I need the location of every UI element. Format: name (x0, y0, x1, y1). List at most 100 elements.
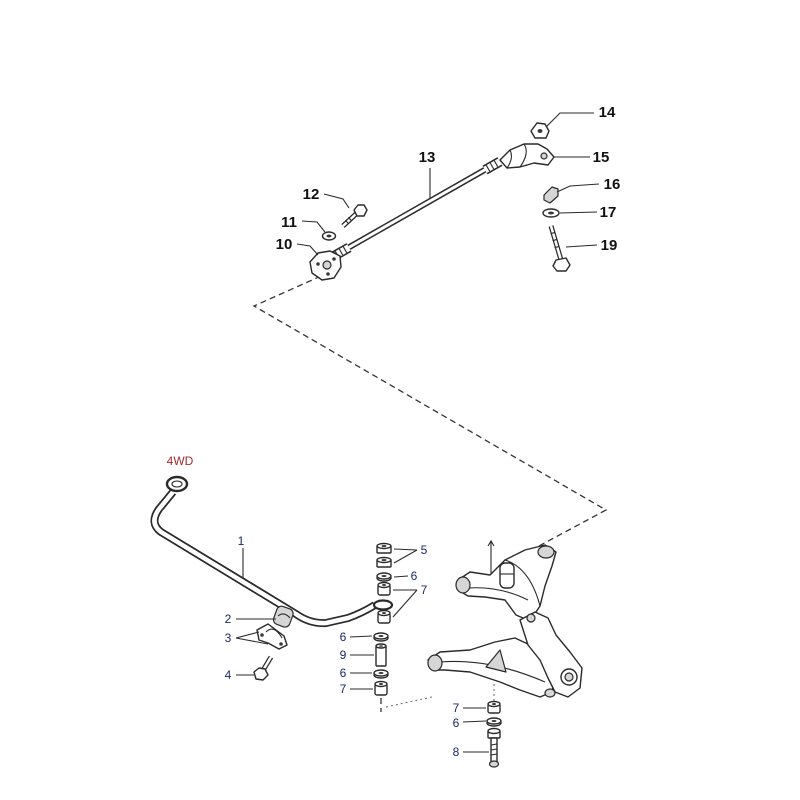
washer-hole (491, 720, 497, 722)
leader-line-6 (393, 575, 409, 578)
bolt-head-top (487, 727, 501, 735)
callout-7-lower: 7 (340, 682, 347, 696)
washer-hole (548, 211, 554, 215)
upper-arm-bolt-head (487, 539, 495, 547)
callout-7-upper: 7 (421, 583, 428, 597)
bushing-slot (277, 613, 291, 619)
callout-4: 4 (225, 668, 232, 682)
bolt-thread (554, 245, 560, 249)
flange-center-hole (322, 260, 332, 270)
callout-5: 5 (421, 543, 428, 557)
bushing-hole (492, 703, 496, 705)
upper-arm-rib (504, 559, 541, 607)
steering-knuckle (519, 611, 583, 698)
flange-bolt-hole (332, 257, 336, 261)
bolt-shaft-body (342, 213, 357, 227)
right-spline-body (483, 158, 502, 174)
part-7-bushing-lower (374, 680, 388, 696)
part-16-plate (543, 186, 559, 204)
right-spline-groove (485, 165, 491, 172)
callout-10: 10 (276, 236, 293, 253)
right-spline-groove (489, 162, 495, 170)
bolt-shaft-body (549, 225, 563, 261)
bolt-thread (490, 743, 498, 746)
lower-assembly: 4WD (150, 454, 583, 768)
callout-7-arm: 7 (453, 701, 460, 715)
leader-line-17 (559, 211, 598, 214)
leader-line-12 (323, 193, 350, 209)
bolt-tip (488, 760, 500, 768)
anchor-arm-edge (506, 149, 513, 169)
washer-hole (381, 575, 387, 577)
leader-line-6 (349, 635, 373, 638)
part-7-bushing-middle (377, 609, 391, 624)
bushing-hole (382, 612, 386, 614)
bar-left-eye (165, 475, 189, 493)
variant-label: 4WD (167, 454, 194, 468)
link-stack (372, 542, 433, 712)
callout-9: 9 (340, 648, 347, 662)
washer-hole (378, 635, 384, 637)
part-6-washer-upper (376, 572, 392, 582)
bushing-body (272, 605, 294, 628)
bar-left-eye-hole (171, 480, 183, 488)
callout-6-lower: 6 (340, 666, 347, 680)
upper-assembly: 14 15 16 17 19 13 12 11 10 (276, 104, 621, 281)
part-5-nut-upper (376, 542, 392, 554)
callout-6-arm: 6 (453, 716, 460, 730)
clamp-arch (265, 628, 283, 639)
nut-hole (381, 559, 387, 561)
lower-arm (427, 637, 556, 701)
lower-ball-joint (544, 688, 556, 698)
callout-8: 8 (453, 745, 460, 759)
part-1-bar (150, 475, 378, 628)
part-5-nut-lower (376, 556, 392, 568)
callout-15: 15 (593, 149, 610, 166)
bar-body (152, 490, 377, 626)
lower-arm-pivot (427, 654, 443, 672)
part-10-flange (309, 250, 342, 281)
bump-stop (499, 562, 515, 589)
leader-line-16 (556, 183, 600, 193)
callout-6-middle: 6 (340, 630, 347, 644)
upper-arm-rib (467, 587, 529, 601)
washer-hole (326, 234, 332, 238)
part-11-washer (321, 231, 337, 241)
upper-arm-pivot-left (455, 576, 471, 594)
right-spline-groove (493, 160, 499, 167)
part-7-bushing-upper (377, 581, 391, 596)
part-6-washer-lower (373, 669, 389, 679)
callout-13: 13 (419, 149, 436, 166)
bolt-head (353, 204, 368, 217)
washer-hole (378, 672, 384, 674)
spacer-side (375, 645, 387, 667)
part-3-clamp (256, 623, 288, 650)
callout-1: 1 (238, 534, 245, 548)
leader-line-14 (545, 112, 594, 128)
part-9-spacer (375, 643, 387, 667)
leader-line-19 (565, 244, 598, 248)
part-4-bolt (253, 655, 274, 681)
part-14-nut (530, 122, 550, 139)
part-12-bolt (341, 204, 368, 228)
part-17-washer (542, 208, 560, 218)
bolt-thread (550, 231, 556, 235)
part-19-bolt (548, 225, 571, 272)
bolt-thread (490, 748, 498, 751)
leader-line-10 (296, 243, 319, 256)
leader-line-5 (393, 548, 418, 551)
bolt-thread (490, 753, 498, 756)
assembly-connector-dashed-line (252, 271, 608, 555)
plate-body (543, 186, 559, 204)
part-6-washer-arm (486, 717, 502, 727)
nut-hole (537, 129, 543, 133)
callout-16: 16 (604, 176, 621, 193)
leader-line-6 (462, 720, 487, 723)
clamp-bracket (256, 623, 288, 650)
upper-arm (455, 539, 557, 622)
bolt-thread (552, 238, 558, 242)
rod-body (345, 166, 489, 251)
bolt-head (253, 667, 269, 681)
leader-line-11 (301, 220, 326, 233)
bushing-hole (379, 683, 383, 685)
